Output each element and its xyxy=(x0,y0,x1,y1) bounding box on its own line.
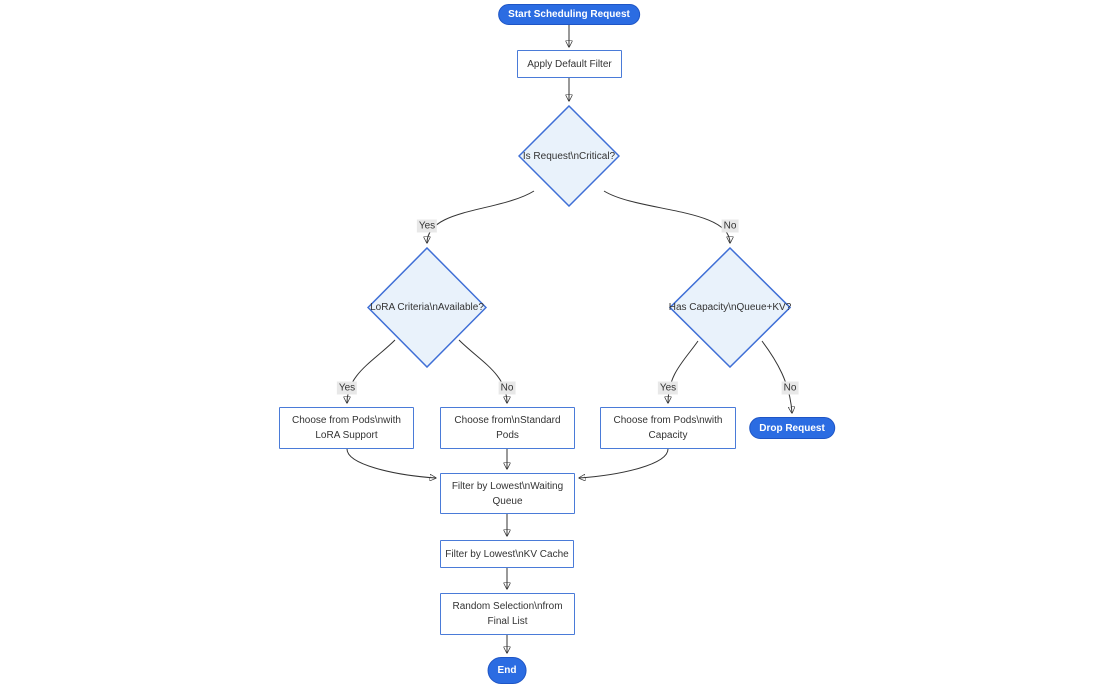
node-start-label: Start Scheduling Request xyxy=(508,9,630,20)
node-choose-pods-capacity-line1: Choose from Pods\nwith xyxy=(613,415,723,426)
edge-choosecapacity-filterqueue xyxy=(579,448,669,478)
decision-diamond-shape xyxy=(669,247,791,368)
node-filter-kv-cache-label: Filter by Lowest\nKV Cache xyxy=(445,548,569,560)
decision-diamond-shape xyxy=(518,105,620,207)
node-is-request-critical: Is Request\nCritical? xyxy=(518,105,620,207)
node-apply-default-filter-label: Apply Default Filter xyxy=(527,58,612,70)
node-lora-criteria-available-label: LoRA Criteria\nAvailable? xyxy=(370,302,484,313)
node-choose-standard-pods: Choose from\nStandard Pods xyxy=(440,407,575,449)
node-choose-pods-capacity: Choose from Pods\nwith Capacity xyxy=(600,407,736,449)
node-is-request-critical-label: Is Request\nCritical? xyxy=(522,150,616,162)
node-drop-request: Drop Request xyxy=(749,417,835,439)
node-end: End xyxy=(487,657,527,684)
edge-lora-chooselora xyxy=(347,339,396,403)
edge-critical-capacity xyxy=(603,190,730,243)
node-filter-waiting-queue-line1: Filter by Lowest\nWaiting xyxy=(451,480,564,492)
edge-label-no-critical: No xyxy=(721,219,739,233)
edge-capacity-drop xyxy=(761,340,792,413)
node-filter-waiting-queue: Filter by Lowest\nWaiting Queue xyxy=(440,473,575,514)
node-random-selection-line2: Final List xyxy=(487,616,528,627)
edge-lora-choosestandard xyxy=(458,339,507,403)
edge-capacity-choosecapacity xyxy=(668,340,699,403)
node-choose-standard-pods-line1: Choose from\nStandard xyxy=(454,415,561,426)
node-choose-pods-lora-line2: LoRA Support xyxy=(315,430,378,441)
node-random-selection: Random Selection\nfrom Final List xyxy=(440,593,575,635)
node-has-capacity: Has Capacity\nQueue+KV? xyxy=(669,247,791,368)
edge-chooselora-filterqueue xyxy=(346,448,436,478)
node-filter-waiting-queue-line2: Queue xyxy=(492,495,523,507)
edge-label-yes-capacity: Yes xyxy=(657,381,679,395)
decision-diamond-shape xyxy=(367,247,487,368)
edge-label-no-lora: No xyxy=(498,381,516,395)
node-choose-pods-lora: Choose from Pods\nwith LoRA Support xyxy=(279,407,414,449)
node-filter-kv-cache: Filter by Lowest\nKV Cache xyxy=(440,540,574,568)
node-lora-criteria-available: LoRA Criteria\nAvailable? xyxy=(367,247,487,368)
node-choose-pods-capacity-line2: Capacity xyxy=(648,430,688,441)
node-apply-default-filter: Apply Default Filter xyxy=(517,50,622,78)
node-start: Start Scheduling Request xyxy=(498,4,640,25)
edge-label-no-capacity: No xyxy=(781,381,799,395)
node-has-capacity-label: Has Capacity\nQueue+KV? xyxy=(668,302,792,313)
edge-label-yes-lora: Yes xyxy=(336,381,358,395)
node-end-label: End xyxy=(497,665,517,676)
node-choose-standard-pods-line2: Pods xyxy=(496,430,519,441)
node-choose-pods-lora-line1: Choose from Pods\nwith xyxy=(292,415,401,426)
edge-label-yes-critical: Yes xyxy=(416,219,438,233)
node-random-selection-line1: Random Selection\nfrom xyxy=(452,601,563,612)
node-drop-request-label: Drop Request xyxy=(759,422,825,434)
